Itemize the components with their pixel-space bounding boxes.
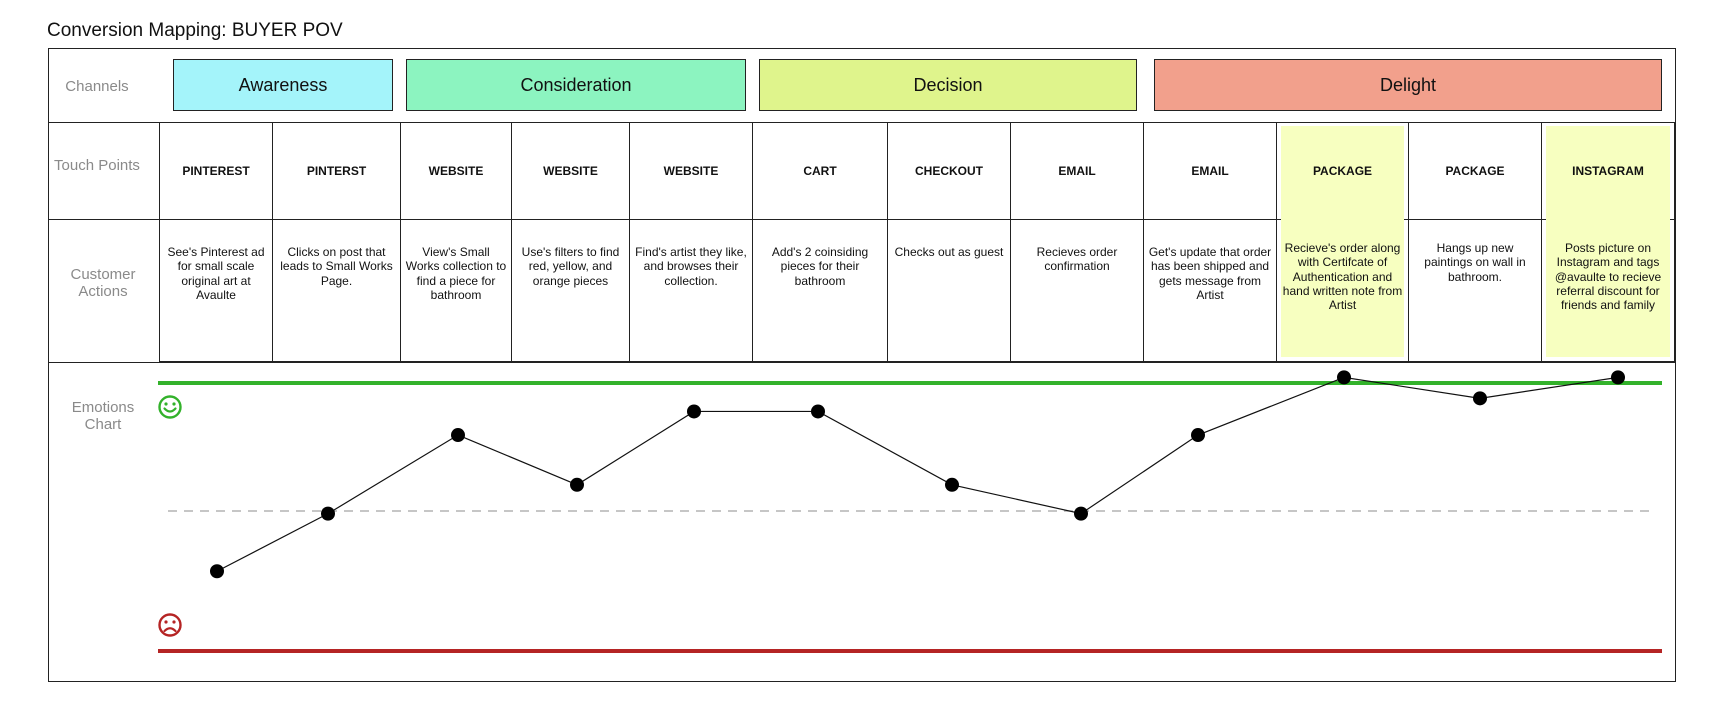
emotion-point [1337, 370, 1351, 385]
customer-action-cell: Find's artist they like, and browses the… [629, 219, 753, 362]
positive-emotion-line [158, 381, 1662, 385]
row-label-touch-points: Touch Points [54, 157, 140, 174]
customer-action-text: View's Small Works collection to find a … [405, 245, 507, 302]
customer-action-text: Hangs up new paintings on wall in bathro… [1424, 241, 1526, 284]
customer-action-cell: Hangs up new paintings on wall in bathro… [1408, 219, 1542, 362]
customer-action-text: Get's update that order has been shipped… [1148, 245, 1272, 302]
customer-action-text: Checks out as guest [894, 245, 1004, 259]
customer-action-cell: Posts picture on Instagram and tags @ava… [1541, 219, 1675, 362]
frowning-face-icon [158, 613, 182, 637]
emotion-point [210, 564, 224, 579]
customer-action-text: Clicks on post that leads to Small Works… [280, 245, 393, 288]
highlight-instagram [1546, 126, 1670, 357]
stage-consideration: Consideration [406, 59, 746, 111]
emotion-point [570, 477, 584, 492]
customer-action-text: Recieve's order along with Certifcate of… [1282, 241, 1403, 313]
row-divider-touch-points [48, 219, 1676, 220]
row-divider-customer-actions [48, 362, 1676, 363]
customer-action-text: Recieves order confirmation [1036, 245, 1118, 274]
emotion-point [1473, 391, 1487, 406]
customer-action-text: Add's 2 coinsiding pieces for their bath… [771, 245, 869, 288]
customer-action-cell: Recieve's order along with Certifcate of… [1276, 219, 1409, 362]
page-title: Conversion Mapping: BUYER POV [47, 20, 343, 41]
customer-action-text: See's Pinterest ad for small scale origi… [167, 245, 265, 302]
emotion-point [1611, 370, 1625, 385]
emotion-point [1191, 428, 1205, 443]
emotion-journey-line [216, 376, 1619, 572]
emotion-point [1074, 506, 1088, 521]
customer-action-cell: View's Small Works collection to find a … [400, 219, 512, 362]
stage-delight: Delight [1154, 59, 1662, 111]
negative-emotion-line [158, 649, 1662, 653]
row-label-channels: Channels [65, 78, 129, 95]
journey-map-frame [48, 48, 1676, 682]
emotion-point [321, 506, 335, 521]
emotion-point [451, 428, 465, 443]
customer-action-text: Find's artist they like, and browses the… [635, 245, 747, 288]
emotion-point [687, 404, 701, 419]
customer-action-cell: Get's update that order has been shipped… [1143, 219, 1277, 362]
emotion-point [945, 477, 959, 492]
smiley-face-icon [158, 395, 182, 419]
emotion-point [811, 404, 825, 419]
customer-action-cell: Clicks on post that leads to Small Works… [272, 219, 401, 362]
stage-decision: Decision [759, 59, 1137, 111]
customer-action-text: Use's filters to find red, yellow, and o… [521, 245, 620, 288]
highlight-package [1281, 126, 1404, 357]
customer-action-cell: Use's filters to find red, yellow, and o… [511, 219, 630, 362]
stage-awareness: Awareness [173, 59, 393, 111]
customer-action-text: Posts picture on Instagram and tags @ava… [1554, 241, 1662, 313]
touch-point-cell: INSTAGRAM [1541, 122, 1675, 219]
